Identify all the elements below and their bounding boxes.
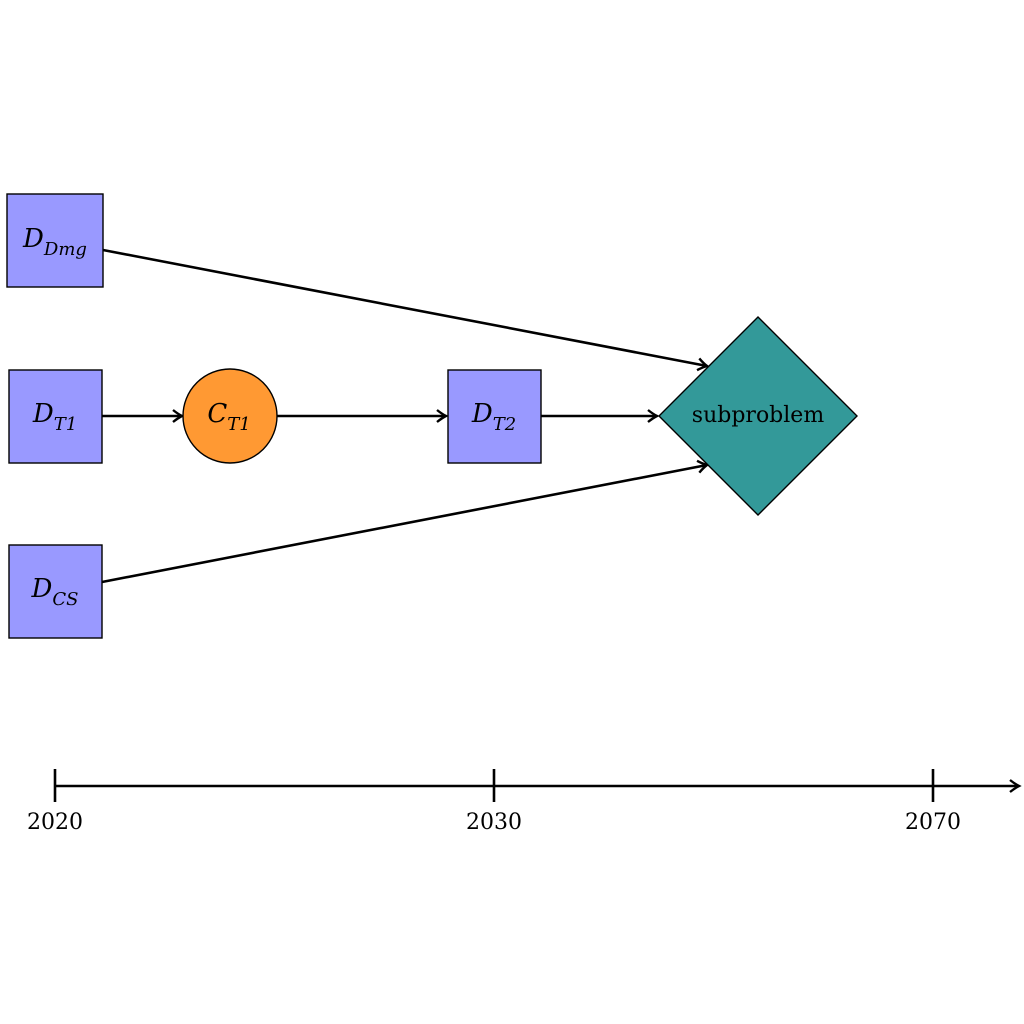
node-subproblem: subproblem — [658, 316, 858, 516]
node-d-cs: DCS — [8, 544, 103, 639]
node-c-t1: CT1 — [182, 368, 278, 464]
node-c-t1-circle — [182, 368, 278, 464]
node-d-dmg: DDmg — [6, 193, 104, 288]
node-subproblem-diamond — [658, 316, 858, 516]
timeline: 2020 2030 2070 — [27, 769, 1022, 835]
node-d-t2-box — [447, 369, 542, 464]
node-d-dmg-box — [6, 193, 104, 288]
edge-ddmg-subproblem — [102, 248, 710, 372]
edge-dcs-subproblem — [101, 459, 710, 584]
timeline-label-2020: 2020 — [27, 810, 83, 835]
node-c-t1-label: CT1 — [207, 399, 250, 435]
node-d-t1: DT1 — [8, 369, 103, 464]
node-subproblem-label: subproblem — [692, 403, 825, 428]
node-d-dmg-label: DDmg — [22, 224, 87, 260]
node-d-cs-box — [8, 544, 103, 639]
timeline-label-2030: 2030 — [466, 810, 522, 835]
node-d-t2: DT2 — [447, 369, 542, 464]
node-d-t2-label: DT2 — [471, 399, 516, 435]
node-d-cs-label: DCS — [31, 574, 79, 610]
timeline-label-2070: 2070 — [905, 810, 961, 835]
node-d-t1-label: DT1 — [32, 399, 77, 435]
node-d-t1-box — [8, 369, 103, 464]
